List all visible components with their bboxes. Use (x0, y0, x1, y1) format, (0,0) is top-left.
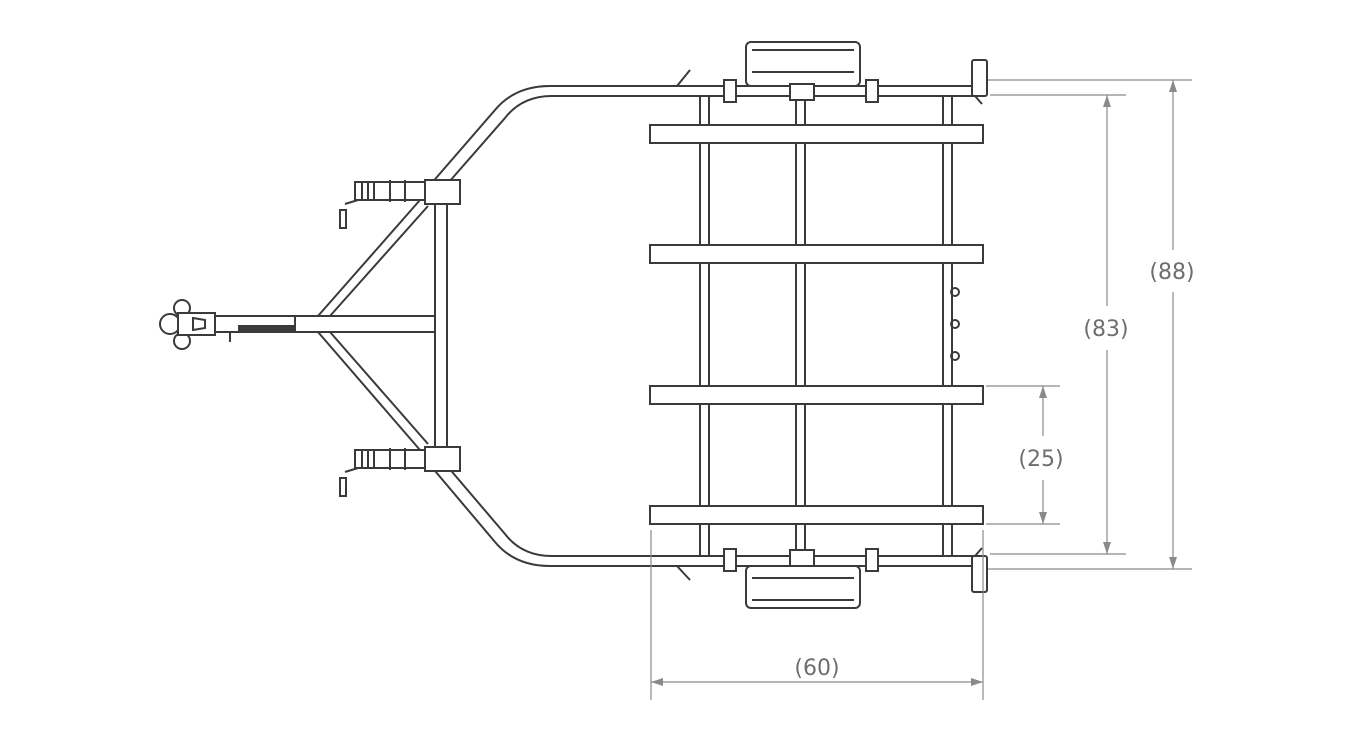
dimension-overall-width: (88) (988, 79, 1195, 570)
coupler (159, 299, 231, 350)
bunk-2 (649, 244, 984, 264)
dimension-bunk-spacing: (25) (986, 385, 1064, 525)
dimension-label-60: (60) (794, 656, 839, 681)
dimension-frame-width: (83) (990, 94, 1129, 555)
trailer-frame (159, 41, 988, 609)
bunk-4 (649, 505, 984, 525)
tongue-insert (238, 325, 295, 331)
fender-top (723, 41, 879, 103)
tail-light-bottom (971, 555, 988, 593)
dimension-label-25: (25) (1018, 447, 1063, 472)
dimensions: (88) (83) (25) (60) (650, 79, 1195, 700)
dimension-label-88: (88) (1149, 260, 1194, 285)
winch-bracket-top (339, 179, 461, 229)
bunk-3 (649, 385, 984, 405)
dimension-bunk-length: (60) (650, 530, 984, 700)
tail-light-top (971, 59, 988, 97)
front-cross-member (434, 189, 448, 461)
rail-center (795, 95, 806, 557)
fender-bottom (723, 548, 879, 609)
winch-bracket-bottom (339, 446, 461, 497)
bunk-1 (649, 124, 984, 144)
rail-left (699, 95, 710, 557)
dimension-label-83: (83) (1083, 317, 1128, 342)
